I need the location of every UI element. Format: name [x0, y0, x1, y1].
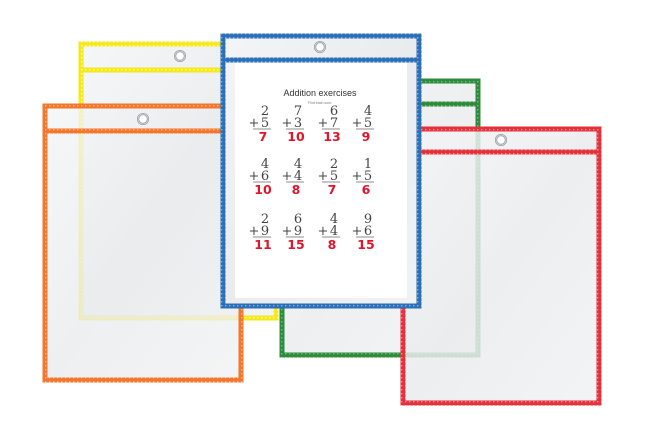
addition-problem: 4+610 — [249, 157, 272, 197]
plus-sign: + — [249, 116, 260, 131]
red-grommet-icon — [495, 134, 507, 146]
addition-problem: 2+57 — [318, 157, 340, 197]
plus-sign: + — [282, 116, 293, 131]
answer-text: 9 — [362, 129, 371, 144]
first-addend: 9 — [364, 212, 372, 227]
second-addend: 5 — [261, 116, 269, 131]
yellow-grommet-icon — [174, 50, 186, 62]
plus-sign: + — [318, 116, 329, 131]
red-pocket — [400, 126, 602, 406]
plus-sign: + — [352, 116, 363, 131]
addition-problem: 4+48 — [318, 212, 340, 252]
addition-problem: 2+911 — [249, 212, 272, 252]
problem-grid: 2+577+3106+7134+594+6104+482+571+562+911… — [249, 104, 375, 252]
second-addend: 5 — [364, 169, 372, 184]
plus-sign: + — [282, 169, 293, 184]
addition-problem: 9+615 — [352, 212, 375, 252]
first-addend: 2 — [330, 157, 338, 172]
blue-pocket — [220, 33, 422, 309]
answer-text: 11 — [254, 237, 271, 252]
first-addend: 2 — [261, 104, 269, 119]
answer-text: 6 — [362, 182, 371, 197]
first-addend: 4 — [261, 157, 269, 172]
worksheet-title: Addition exercises — [283, 88, 357, 98]
answer-text: 15 — [287, 237, 304, 252]
blue-grommet-icon — [314, 41, 326, 53]
plus-sign: + — [352, 169, 363, 184]
orange-grommet-icon — [137, 113, 149, 125]
worksheet-subtitle: Find each sum. — [308, 101, 332, 105]
answer-text: 7 — [259, 129, 268, 144]
answer-text: 7 — [328, 182, 337, 197]
second-addend: 3 — [294, 116, 302, 131]
first-addend: 2 — [261, 212, 269, 227]
addition-problem: 4+48 — [282, 157, 304, 197]
addition-problem: 2+57 — [249, 104, 271, 144]
answer-text: 10 — [254, 182, 272, 197]
second-addend: 7 — [330, 116, 338, 131]
first-addend: 4 — [294, 157, 302, 172]
first-addend: 6 — [330, 104, 338, 119]
plus-sign: + — [352, 224, 363, 239]
plus-sign: + — [318, 224, 329, 239]
second-addend: 4 — [294, 169, 302, 184]
first-addend: 6 — [294, 212, 302, 227]
second-addend: 5 — [364, 116, 372, 131]
plus-sign: + — [249, 224, 260, 239]
first-addend: 7 — [294, 104, 302, 119]
addition-problem: 1+56 — [352, 157, 374, 197]
plus-sign: + — [318, 169, 329, 184]
second-addend: 6 — [364, 224, 372, 239]
second-addend: 6 — [261, 169, 269, 184]
answer-text: 10 — [287, 129, 305, 144]
plus-sign: + — [249, 169, 260, 184]
second-addend: 9 — [261, 224, 269, 239]
addition-problem: 6+915 — [282, 212, 305, 252]
second-addend: 5 — [330, 169, 338, 184]
answer-text: 8 — [292, 182, 301, 197]
first-addend: 4 — [330, 212, 338, 227]
first-addend: 1 — [364, 157, 372, 172]
worksheet-paper — [235, 62, 407, 298]
addition-problem: 7+310 — [282, 104, 305, 144]
answer-text: 8 — [328, 237, 337, 252]
addition-problem: 4+59 — [352, 104, 374, 144]
plus-sign: + — [282, 224, 293, 239]
answer-text: 13 — [323, 129, 340, 144]
answer-text: 15 — [357, 237, 374, 252]
second-addend: 9 — [294, 224, 302, 239]
second-addend: 4 — [330, 224, 338, 239]
orange-pocket — [42, 103, 244, 383]
addition-problem: 6+713 — [318, 104, 341, 144]
first-addend: 4 — [364, 104, 372, 119]
